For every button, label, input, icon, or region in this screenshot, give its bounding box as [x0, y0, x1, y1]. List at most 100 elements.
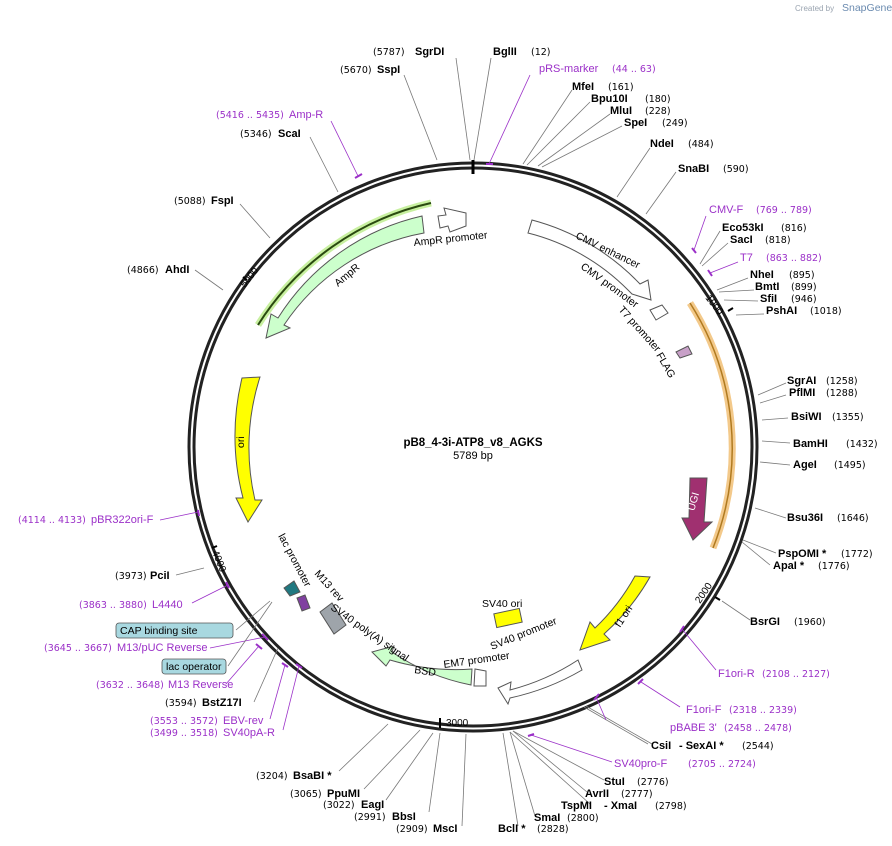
- site-msci[interactable]: MscI: [433, 823, 457, 835]
- primer-m13puc-reverse[interactable]: M13/pUC Reverse: [117, 642, 207, 654]
- primer-ebv-rev[interactable]: EBV-rev: [223, 715, 264, 727]
- site-bsiwi[interactable]: BsiWI: [791, 411, 822, 423]
- site-pflmi[interactable]: PflMI: [789, 387, 815, 399]
- site-bamhi[interactable]: BamHI: [793, 438, 828, 450]
- primer-prs-marker[interactable]: pRS-marker: [539, 63, 599, 75]
- primer-pos-ebv-rev: (3553 .. 3572): [150, 716, 218, 727]
- feature-f1-ori[interactable]: [579, 575, 651, 651]
- feature-bsd[interactable]: [371, 645, 473, 686]
- feature-sv40-ori[interactable]: [493, 607, 523, 629]
- feature-ori[interactable]: [234, 376, 263, 524]
- feature-lac[interactable]: [283, 580, 301, 597]
- primer-pos-f1ori-f: (2318 .. 2339): [729, 705, 797, 716]
- site-agei[interactable]: AgeI: [793, 459, 817, 471]
- site-sfii[interactable]: SfiI: [760, 293, 777, 305]
- site-csii[interactable]: CsiI: [651, 740, 671, 752]
- site-smai[interactable]: SmaI: [534, 812, 560, 824]
- label-lac-promoter: lac promoter: [275, 532, 313, 590]
- site-pspomi[interactable]: PspOMI *: [778, 548, 827, 560]
- box-leaders: [227, 600, 273, 667]
- site-pos-ahdi: (4866): [127, 265, 159, 276]
- site-pos-msci: (2909): [396, 824, 428, 835]
- feature-flag[interactable]: [675, 345, 693, 359]
- feature-ampr[interactable]: [265, 215, 425, 339]
- ugi-highlight-line: [689, 302, 733, 549]
- lac-operator-box[interactable]: [161, 658, 227, 675]
- site-pos-bglii: (12): [531, 47, 551, 58]
- site-ahdi[interactable]: AhdI: [165, 264, 189, 276]
- site-ndei[interactable]: NdeI: [650, 138, 674, 150]
- site-stui[interactable]: StuI: [604, 776, 625, 788]
- snapgene-logo: SnapGene: [842, 2, 892, 14]
- label-flag: FLAG: [653, 351, 677, 381]
- site-eagi[interactable]: EagI: [361, 799, 384, 811]
- site-bsu36i[interactable]: Bsu36I: [787, 512, 823, 524]
- site-pshai[interactable]: PshAI: [766, 305, 797, 317]
- site-sgrai[interactable]: SgrAI: [787, 375, 816, 387]
- feature-m13-rev[interactable]: [296, 594, 311, 612]
- tick-marks: [211, 276, 734, 728]
- feature-cmv-enhancer[interactable]: [527, 219, 652, 301]
- site-pos-sspi: (5670): [340, 65, 372, 76]
- site-bglii[interactable]: BglII: [493, 46, 517, 58]
- primer-f1ori-r[interactable]: F1ori-R: [718, 668, 755, 680]
- site-snabi[interactable]: SnaBI: [678, 163, 709, 175]
- site-tspmi[interactable]: TspMI: [561, 800, 592, 812]
- site-bbsi[interactable]: BbsI: [392, 811, 416, 823]
- primer-amp-r[interactable]: Amp-R: [289, 109, 323, 121]
- primer-labels: pRS-marker (44 .. 63) (5416 .. 5435) Amp…: [18, 63, 830, 770]
- site-pos-pflmi: (1288): [826, 388, 858, 399]
- plasmid-size: 5789 bp: [453, 450, 493, 462]
- feature-ugi[interactable]: [681, 477, 714, 541]
- primer-f1ori-f[interactable]: F1ori-F: [686, 704, 722, 716]
- site-mfei[interactable]: MfeI: [572, 81, 594, 93]
- credit-text: Created by: [795, 4, 834, 13]
- primer-pbr322ori-f[interactable]: pBR322ori-F: [91, 514, 154, 526]
- primer-pbabe-3[interactable]: pBABE 3': [670, 722, 717, 734]
- primer-pos-m13puc-reverse: (3645 .. 3667): [44, 643, 112, 654]
- primer-cmv-f[interactable]: CMV-F: [709, 204, 744, 216]
- site-bcli[interactable]: BclI *: [498, 823, 526, 835]
- site-eco53ki[interactable]: Eco53kI: [722, 222, 764, 234]
- site-fspi[interactable]: FspI: [211, 195, 234, 207]
- site-pcii[interactable]: PciI: [150, 570, 170, 582]
- site-pos-ndei: (484): [688, 139, 714, 150]
- site-avrii[interactable]: AvrII: [585, 788, 609, 800]
- site-mlui[interactable]: MluI: [610, 105, 632, 117]
- site-pos-bcli: (2828): [537, 824, 569, 835]
- cap-binding-box[interactable]: [115, 622, 234, 639]
- label-m13-rev: M13 rev: [312, 568, 347, 605]
- label-ugi: UGI: [685, 491, 702, 512]
- feature-ampr-promoter[interactable]: [437, 207, 467, 233]
- site-ppumi[interactable]: PpuMI: [327, 788, 360, 800]
- site-bsabi[interactable]: BsaBI *: [293, 770, 332, 782]
- tick-1000: 1000: [703, 293, 726, 318]
- site-bstz17i[interactable]: BstZ17I: [202, 697, 242, 709]
- site-saci[interactable]: SacI: [730, 234, 753, 246]
- site-bpu10i[interactable]: Bpu10I: [591, 93, 628, 105]
- site-apai[interactable]: ApaI *: [773, 560, 805, 572]
- site-spei[interactable]: SpeI: [624, 117, 647, 129]
- site-sgrdi[interactable]: SgrDI: [415, 46, 444, 58]
- primer-sv40pro-f[interactable]: SV40pro-F: [614, 758, 667, 770]
- site-bmti[interactable]: BmtI: [755, 281, 779, 293]
- primer-m13-reverse[interactable]: M13 Reverse: [168, 679, 233, 691]
- primer-pos-l4440: (3863 .. 3880): [79, 600, 147, 611]
- primer-l4440[interactable]: L4440: [152, 599, 183, 611]
- site-pos-eagi: (3022): [323, 800, 355, 811]
- feature-sv40-polya[interactable]: [319, 602, 347, 635]
- feature-em7-promoter[interactable]: [473, 668, 487, 687]
- feature-t7-promoter[interactable]: [649, 304, 669, 321]
- site-sexai[interactable]: - SexAI *: [679, 740, 724, 752]
- site-scai[interactable]: ScaI: [278, 128, 301, 140]
- site-sspi[interactable]: SspI: [377, 64, 400, 76]
- primer-sv40pa-r[interactable]: SV40pA-R: [223, 727, 275, 739]
- feature-sv40-promoter[interactable]: [497, 659, 583, 706]
- site-bsrgi[interactable]: BsrGI: [750, 616, 780, 628]
- primer-t7[interactable]: T7: [740, 252, 753, 264]
- site-pos-smai: (2800): [567, 813, 599, 824]
- site-pos-avrii: (2777): [621, 789, 653, 800]
- site-xmai[interactable]: - XmaI: [604, 800, 637, 812]
- site-nhei[interactable]: NheI: [750, 269, 774, 281]
- tick-3000: 3000: [446, 718, 469, 729]
